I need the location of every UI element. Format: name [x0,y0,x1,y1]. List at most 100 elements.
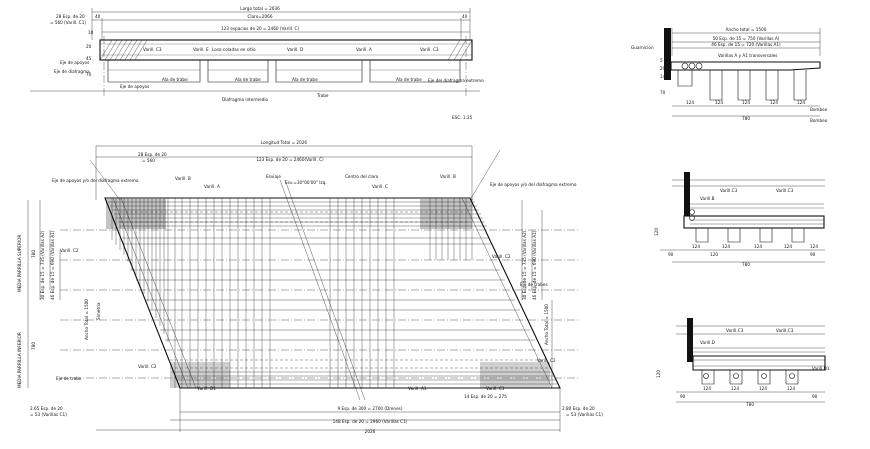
dim-20: 20 [86,44,92,49]
sec2-label-1: Varill.C3 [720,188,738,193]
dim-10: 10 [88,30,94,35]
girder-axis-lines [60,211,580,379]
side-left-bottom: MEDIA PARRILLA INFERIOR [17,332,22,388]
reinforcement-plan: Longitud Total = 2026 123 Esp. de 20 = 2… [17,140,603,434]
elev-bar-label-1: Varill. C3 [143,47,162,52]
side-right-dim-2: 46 Esp. de 15 = 690 (Varillas A1) [532,230,537,300]
sec2-total: 780 [742,262,750,267]
sec3-dim-2: 124 [731,386,739,391]
sec1-slab [670,61,821,71]
sec3-rebar [693,347,825,385]
callout-diafragma-intermedio: Diafragma intermedio [222,97,269,102]
sec1-side-4: 70 [660,90,666,95]
dim-45: 45 [86,56,92,61]
sec2-slab [683,215,825,229]
callout-ala-3: Ala de trabe [292,77,318,82]
left-low-1: 2.65 Esp. de 20 [30,406,63,411]
dim-40-left: 40 [95,14,101,19]
sec2-side-1: 90 [668,252,674,257]
sec1-girders [677,62,807,101]
plan-bar-bottom-2: Varill. A1 [408,386,427,391]
callout-eje-diafragma-extremo: Eje del diafragma extremo [428,78,484,83]
elevation-scale: ESC. 1:25 [452,115,473,120]
sec1-side-3: 14 [660,74,666,79]
plan-total-length: Longitud Total = 2026 [261,140,308,145]
sec3-dim-4: 124 [787,386,795,391]
sec1-dim-b-4: 124 [770,100,778,105]
sec2-dim-3: 124 [754,244,762,249]
sec3-slab [692,355,826,371]
deck-outline [104,197,561,389]
callout-losa: Losa coladas en sitio [212,47,256,52]
simetria: Simetria [96,302,101,320]
elev-bar-label-2: Varill. E [193,47,209,52]
plan-bar-side-3: Varill. C2 [138,364,157,369]
plan-top-spacing-2: = 560 [142,158,155,163]
plan-top-spacing-1: 28 Esp. de 20 [138,152,167,157]
side-left-dim-2: 46 Esp. de 15 = 690 (Varillas A1) [50,230,55,300]
sec2-label-3: Varill.B [700,196,715,201]
eje-apoyos-left: Eje de apoyos y/o del diafragma extremo [52,178,139,183]
left-low-2: = 53 (Varillas C1) [30,412,67,417]
sec2-dim-1: 124 [692,244,700,249]
plan-bar-side-1: Varill. C2 [492,254,511,259]
sec1-curb [664,28,671,80]
plan-bottom-spacing-2: 148 Esp. de 20 = 2960 (Varillas C1) [333,419,408,424]
sec1-dim-top-2: 50 Esp. de 15 = 750 (Varillas A) [713,36,780,41]
callout-ala-1: Ala de trabe [162,77,188,82]
sec3-side-2: 90 [812,394,818,399]
sec1-bombeo-2: Bombeo [810,118,828,123]
sec1-side-2: 20 [660,66,666,71]
plan-bar-bottom-3: Varill. C1 [486,386,505,391]
esviaje-angle: Esv.=30°00'00" Izq. [285,180,327,185]
sec3-dim-3: 124 [759,386,767,391]
right-low-1: 2.80 Esp. de 20 [562,406,595,411]
rebar-grid-top [108,201,558,385]
sec1-bombeo-1: Bombeo [810,107,828,112]
plan-bar-top-3: Varill. C [372,184,388,189]
elevation-left-spacing-2: = 560 (Varill. C1) [50,20,86,25]
callout-eje-apoyos: Eje de apoyos [60,60,89,65]
plan-bar-side-2: Varill. C2 [60,248,79,253]
elevation-total-length: Largo total = 2036 [240,6,280,11]
plan-bottom-spacing-1: 9 Esp. de 300 = 2700 (Drenes) [338,406,403,411]
sec2-dim-4: 124 [784,244,792,249]
sec2-left-dim: 120 [654,228,659,236]
side-left-top: MEDIA PARRILLA SUPERIOR [17,235,22,292]
sec2-dim-5: 124 [810,244,818,249]
sec2-rebar [689,203,824,243]
sec1-dim-top-1: Ancho total = 1500 [726,27,767,32]
sec2-side-3: 90 [810,252,816,257]
sec3-label-2: Varill.C3 [776,328,794,333]
sec3-side-1: 90 [680,394,686,399]
sec2-dim-2: 124 [722,244,730,249]
elevation-clear-span: Claro=2066 [247,14,272,19]
callout-eje-apoyos-2: Eje de apoyos [120,84,149,89]
elev-bar-label-5: Varill. C3 [420,47,439,52]
centro-claro: Centro del claro [345,174,379,179]
width-label-right: Ancho Total = 1500 [544,304,549,345]
side-left-dim-1: 30 Esp. de 15 = 735 (Varillas A2) [40,230,45,300]
width-label-left: Ancho Total = 1500 [84,299,89,340]
callout-ala-2: Ala de trabe [235,77,261,82]
dim-70: 70 [86,72,92,77]
sec3-curb [687,318,693,362]
plan-bar-top-4: Varill. B [440,174,456,179]
elevation-left-spacing-1: 28 Esp. de 20 [56,14,85,19]
sec1-guarnicion: Guarnicion [631,45,654,50]
width-780-b: 780 [31,342,36,350]
cross-section-3: Varill.C3 Varill.C3 Varill.D Varill.D1 1… [656,318,830,407]
elev-bar-label-4: Varill. A [356,47,372,52]
callout-trabe: Trabe [316,93,329,98]
cross-section-2: Varill.C3 Varill.C3 Varill.B 124 124 124… [654,172,825,267]
sec1-dim-b-2: 124 [715,100,723,105]
sec1-dim-top-3: 46 Esp. de 15 = 720 (Varillas A1) [711,42,781,47]
side-right-dim-1: 30 Esp. de 15 = 735 (Varillas A2) [522,230,527,300]
right-mid: 14 Esp. de 20 = 275 [464,394,507,399]
sec3-label-1: Varill.C3 [726,328,744,333]
plan-top-spacing-main: 123 Esp. de 20 = 2460(Varill. C) [256,157,324,162]
sec2-side-2: 120 [710,252,718,257]
right-low-2: = 53 (Varillas C1) [566,412,603,417]
corner-rebar-clusters [106,199,550,388]
